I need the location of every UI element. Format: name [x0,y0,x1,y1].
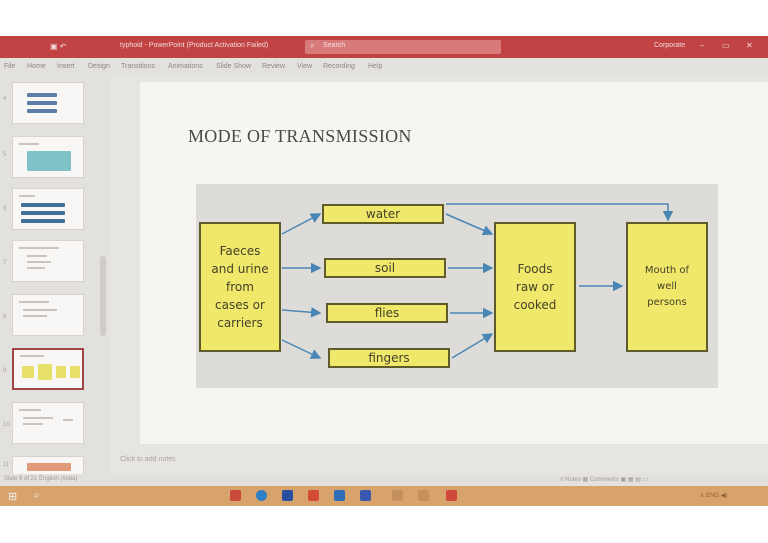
source-box: Faeces and urine from cases or carriers [199,222,281,352]
document-title: typhoid - PowerPoint (Product Activation… [120,42,269,49]
vehicle-label: fingers [368,351,410,365]
photo-background-bottom [0,506,768,543]
thumbnail-number: 4 [3,96,7,102]
vehicle-label: soil [374,261,396,275]
thumbnail-number: 9 [3,368,7,374]
edge-icon[interactable] [256,490,267,501]
vehicle-box-soil: soil [324,258,446,278]
slide-thumbnails-pane: 4 5 6 7 8 9 [0,76,110,496]
windows-start-icon[interactable]: ⊞ [8,491,18,503]
tab-slide-show[interactable]: Slide Show [216,63,252,70]
powerpoint-taskbar-icon[interactable] [446,490,457,501]
notes-placeholder[interactable]: Click to add notes [120,456,176,463]
taskbar-app-icon[interactable] [360,490,371,501]
status-bar: Slide 9 of 21 English (India) ≡ Notes ▦ … [0,474,768,486]
tab-file[interactable]: File [4,63,16,70]
maximize-icon[interactable]: ▭ [722,41,730,50]
slide-thumbnail[interactable] [12,240,84,282]
foods-box: Foods raw or cooked [494,222,576,352]
search-icon: ⌕ [310,41,315,50]
tab-animations[interactable]: Animations [168,63,203,70]
taskbar-app-icon[interactable] [230,490,241,501]
slide-thumbnail[interactable] [12,294,84,336]
destination-box: Mouth of well persons [626,222,708,352]
thumbnail-number: 5 [3,152,7,158]
search-box[interactable]: ⌕ Search [305,40,501,54]
slide-counter: Slide 9 of 21 English (India) [4,476,78,482]
quick-access-toolbar[interactable]: ▣ ↶ [50,42,67,51]
taskbar-app-icon[interactable] [334,490,345,501]
slide-thumbnail[interactable] [12,136,84,178]
tab-insert[interactable]: Insert [57,63,75,70]
title-bar: ▣ ↶ typhoid - PowerPoint (Product Activa… [0,36,768,58]
vehicle-box-fingers: fingers [328,348,450,368]
slide-thumbnail[interactable] [12,82,84,124]
thumbnail-number: 6 [3,206,7,212]
slide-thumbnail[interactable] [12,456,84,476]
taskbar-app-icon[interactable] [282,490,293,501]
system-tray[interactable]: ∧ ENG ◀) [700,493,728,499]
windows-taskbar: ⊞ ⌕ ∧ ENG ◀) [0,486,768,506]
ribbon-tabs: File Home Insert Design Transitions Anim… [0,58,768,76]
thumbnail-number: 7 [3,260,7,266]
user-name[interactable]: Corporate [654,42,686,49]
tab-home[interactable]: Home [27,63,46,70]
tab-recording[interactable]: Recording [323,63,355,70]
slide-title[interactable]: MODE OF TRANSMISSION [188,126,412,146]
tab-review[interactable]: Review [262,63,285,70]
vehicle-box-flies: flies [326,303,448,323]
diagram-arrows [281,203,674,359]
slide-thumbnail[interactable] [12,188,84,230]
tab-view[interactable]: View [297,63,313,70]
foods-box-label: Foods raw or cooked [513,262,557,312]
thumbnail-number: 10 [3,422,10,428]
thumbnail-number: 11 [3,462,10,468]
minimize-icon[interactable]: – [700,41,705,50]
view-controls[interactable]: ≡ Notes ▦ Comments ▣ ▦ ▤ ▭ [560,477,649,483]
transmission-diagram[interactable]: Faeces and urine from cases or carriers … [196,184,718,388]
slide-thumbnail-selected[interactable] [12,348,84,390]
photo-background-top [0,0,768,36]
slide-thumbnail[interactable] [12,402,84,444]
source-box-label: Faeces and urine from cases or carriers [211,244,269,330]
powerpoint-window: ▣ ↶ typhoid - PowerPoint (Product Activa… [0,36,768,506]
vehicle-label: water [365,207,401,221]
close-icon[interactable]: ✕ [746,41,753,50]
vehicle-label: flies [374,306,400,320]
taskbar-app-icon[interactable] [308,490,319,501]
slide-canvas[interactable]: MODE OF TRANSMISSION [140,82,768,444]
tab-transitions[interactable]: Transitions [121,63,155,70]
destination-box-label: Mouth of well persons [644,265,690,308]
thumbnail-number: 8 [3,314,7,320]
tab-help[interactable]: Help [368,63,383,70]
taskbar-app-icon[interactable] [418,490,429,501]
taskbar-app-icon[interactable] [392,490,403,501]
vehicle-box-water: water [322,204,444,224]
taskbar-search-icon[interactable]: ⌕ [34,490,40,501]
thumbnails-scrollbar[interactable] [100,256,106,336]
search-placeholder: Search [323,42,346,49]
tab-design[interactable]: Design [88,63,110,70]
